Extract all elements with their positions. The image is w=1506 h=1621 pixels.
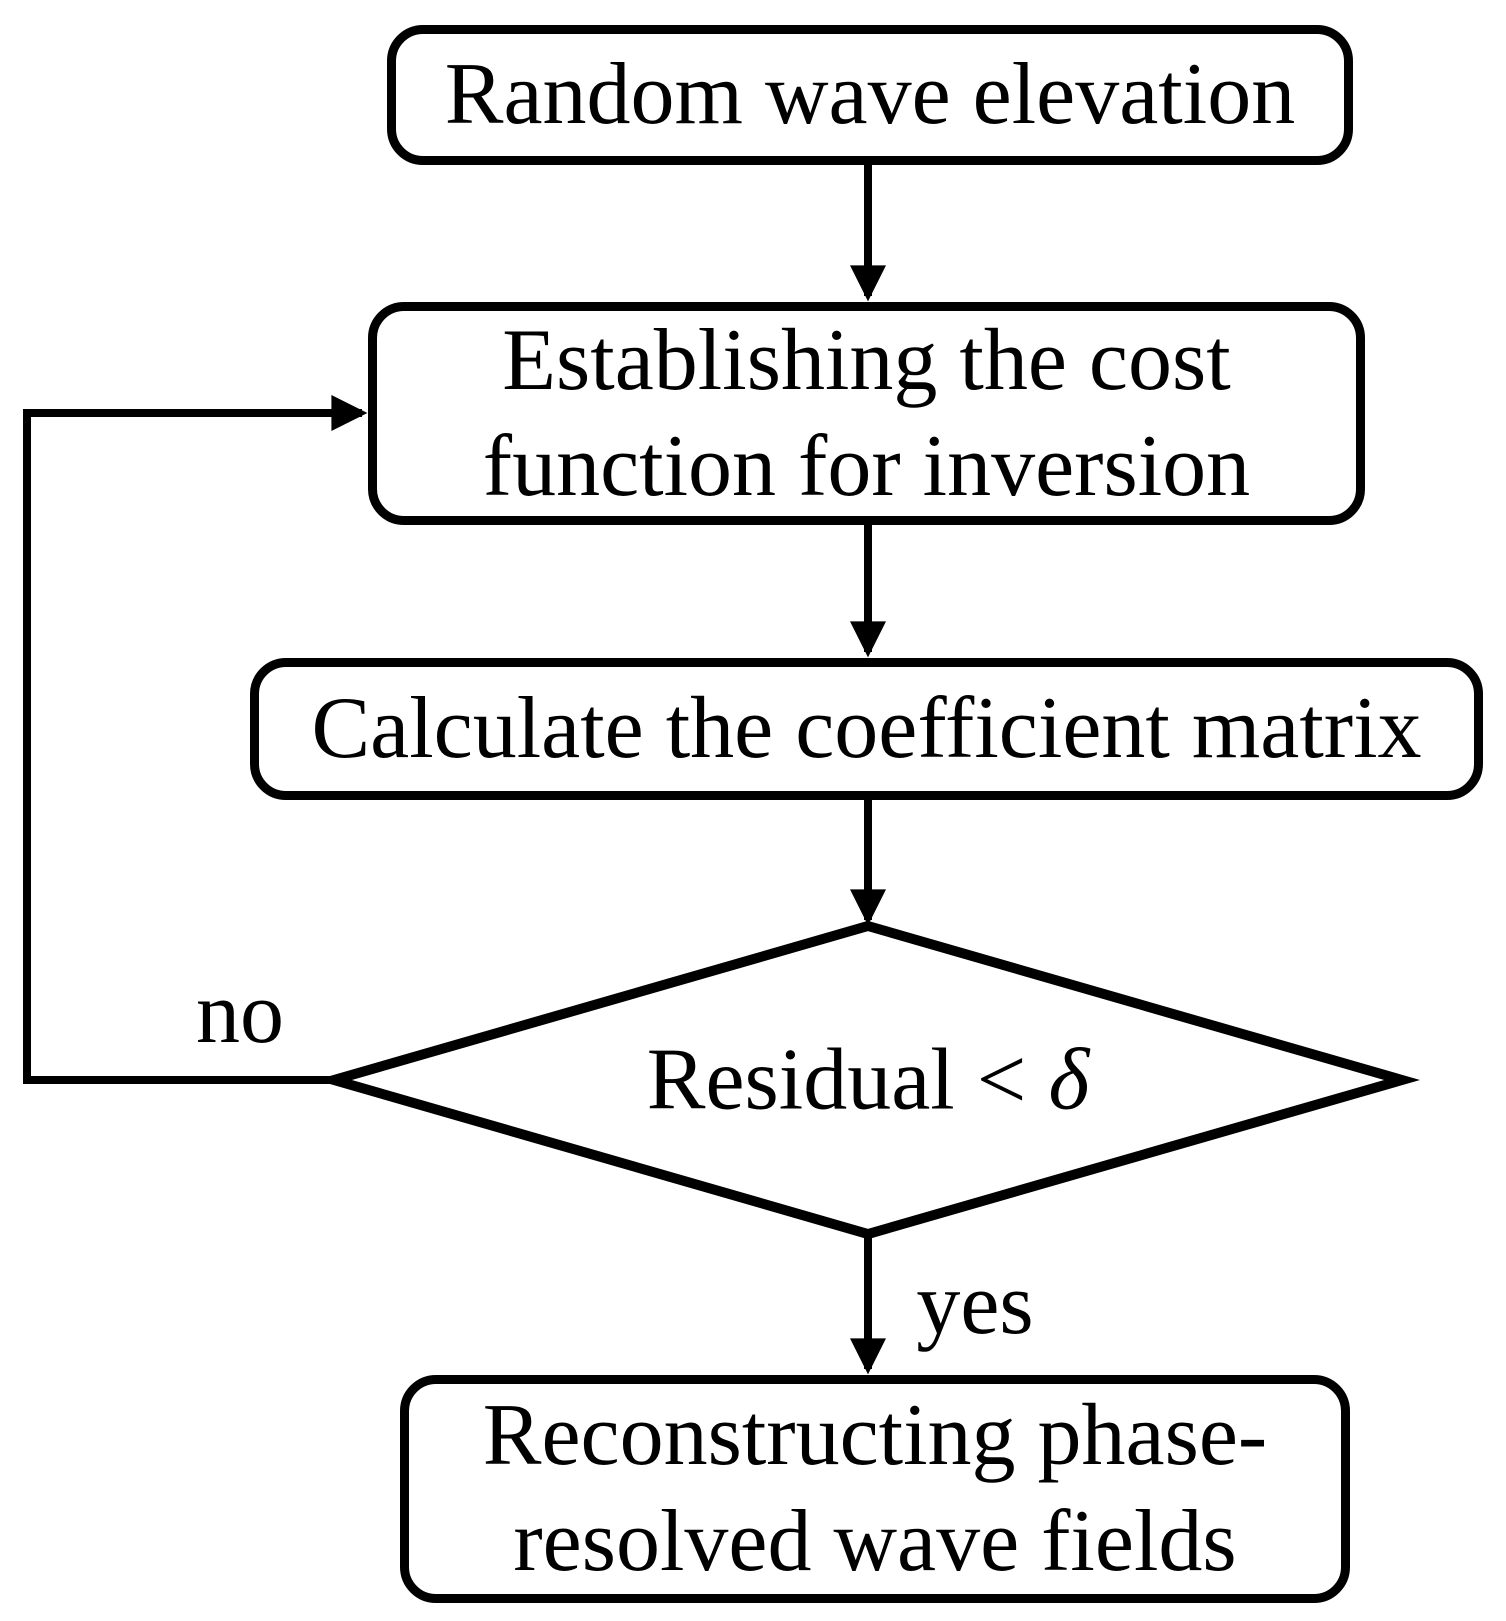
decision-residual-label: Residual < δ [647, 1030, 1090, 1131]
edge-label-no: no [196, 965, 284, 1062]
node-calculate-coefficient-matrix: Calculate the coefficient matrix [250, 658, 1483, 800]
decision-text: Residual < [646, 1031, 1049, 1129]
node-random-wave-elevation: Random wave elevation [387, 25, 1353, 165]
node-establish-cost-function: Establishing the cost function for inver… [368, 302, 1365, 525]
edge-label-yes: yes [916, 1256, 1034, 1353]
node-reconstruct-wave-fields: Reconstructing phase- resolved wave fiel… [400, 1375, 1350, 1603]
no-loop-arrow [23, 395, 368, 1084]
delta-symbol: δ [1048, 1031, 1090, 1129]
